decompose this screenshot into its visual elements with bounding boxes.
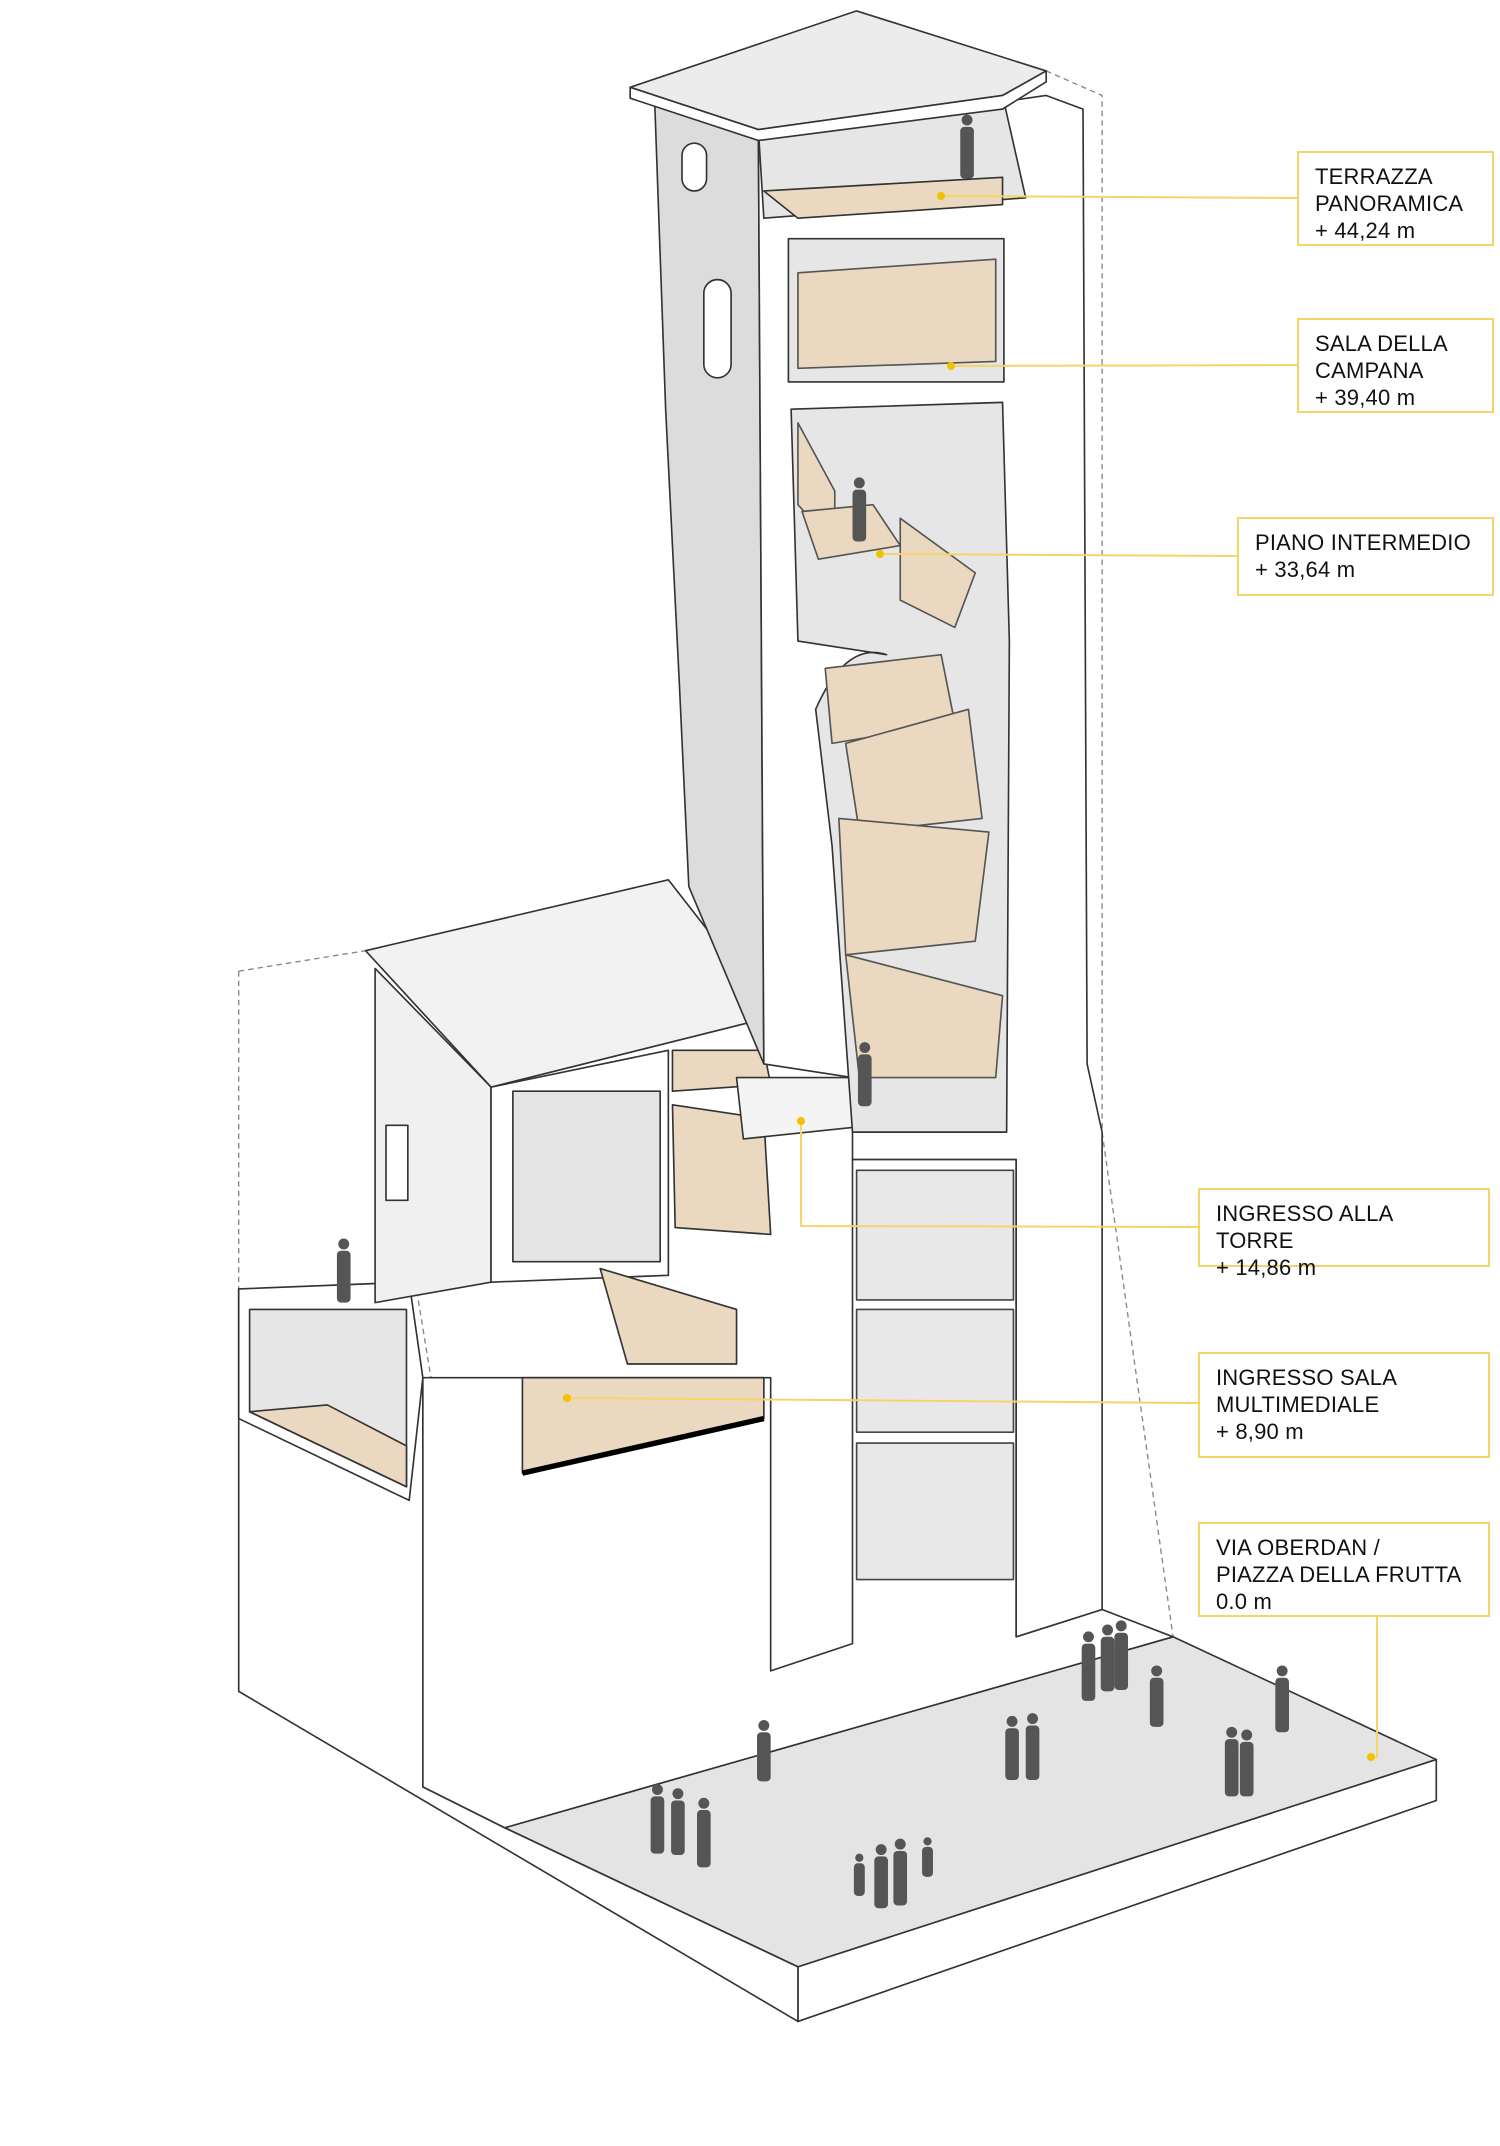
people: [336, 114, 1289, 1909]
level-name: INGRESSO ALLA TORRE: [1216, 1201, 1393, 1253]
person: [1149, 1665, 1164, 1727]
window: [385, 1124, 409, 1202]
person: [857, 1042, 872, 1107]
label-ingresso-alla-torre: INGRESSO ALLA TORRE + 14,86 m: [1198, 1188, 1490, 1280]
person: [852, 477, 867, 542]
tower-room: [855, 1308, 1015, 1434]
person: [1025, 1713, 1040, 1781]
level-name: SALA DELLA: [1315, 331, 1448, 356]
person: [1224, 1726, 1239, 1797]
level-name: INGRESSO SALA: [1216, 1365, 1398, 1390]
person: [1005, 1715, 1019, 1781]
annex-stair: [599, 1267, 738, 1365]
person: [1114, 1620, 1129, 1690]
stair: [844, 708, 983, 833]
left-room-floor: [248, 1404, 408, 1488]
level-elevation: + 33,64 m: [1255, 557, 1356, 582]
person: [893, 1838, 908, 1906]
person: [650, 1784, 665, 1854]
leader-intermedio: [879, 553, 1238, 557]
level-name: MULTIMEDIALE: [1216, 1392, 1380, 1417]
label-ingresso-sala-multimediale: INGRESSO SALA MULTIMEDIALE + 8,90 m: [1198, 1352, 1490, 1458]
context-outline: [238, 70, 1174, 1828]
arched-window: [681, 142, 708, 192]
person: [853, 1853, 865, 1896]
level-elevation: + 8,90 m: [1216, 1419, 1304, 1444]
level-elevation: 0.0 m: [1216, 1589, 1273, 1614]
bell-frame: [797, 258, 997, 370]
leader-multimediale: [566, 1397, 1199, 1404]
person: [336, 1238, 351, 1303]
level-elevation: + 14,86 m: [1216, 1255, 1317, 1280]
arched-window: [703, 278, 732, 379]
level-name: VIA OBERDAN /: [1216, 1535, 1380, 1560]
level-name: PIANO INTERMEDIO: [1255, 530, 1471, 555]
label-piano-intermedio: PIANO INTERMEDIO + 33,64 m: [1237, 517, 1494, 596]
person: [1275, 1665, 1289, 1733]
leader-campana: [950, 364, 1298, 367]
label-terrazza-panoramica: TERRAZZA PANORAMICA + 44,24 m: [1297, 151, 1494, 246]
tower-room: [855, 1169, 1015, 1301]
leader-lines: [566, 195, 1378, 1758]
person: [671, 1788, 685, 1856]
level-name: CAMPANA: [1315, 358, 1424, 383]
person: [922, 1837, 933, 1877]
level-elevation: + 39,40 m: [1315, 385, 1416, 410]
person: [757, 1720, 771, 1782]
tower-room: [855, 1442, 1015, 1581]
person: [1081, 1631, 1096, 1701]
leader-dots: [563, 192, 1375, 1761]
level-elevation: + 44,24 m: [1315, 218, 1416, 243]
level-name: PIAZZA DELLA FRUTTA: [1216, 1562, 1462, 1587]
stair: [838, 817, 990, 956]
leader-terrazza: [940, 195, 1298, 199]
roof-edge: [629, 70, 1048, 142]
level-name: PANORAMICA: [1315, 191, 1464, 216]
label-sala-della-campana: SALA DELLA CAMPANA + 39,40 m: [1297, 318, 1494, 413]
person: [960, 114, 974, 179]
level-name: TERRAZZA: [1315, 164, 1433, 189]
person: [874, 1844, 888, 1909]
person: [697, 1797, 711, 1868]
person: [1100, 1624, 1115, 1692]
label-via-oberdan-piazza: VIA OBERDAN / PIAZZA DELLA FRUTTA 0.0 m: [1198, 1522, 1490, 1617]
leader-torre: [800, 1121, 1199, 1228]
terrace-floor: [763, 176, 1004, 220]
annex-room: [512, 1090, 661, 1263]
person: [1239, 1729, 1254, 1797]
stair: [844, 953, 1004, 1079]
